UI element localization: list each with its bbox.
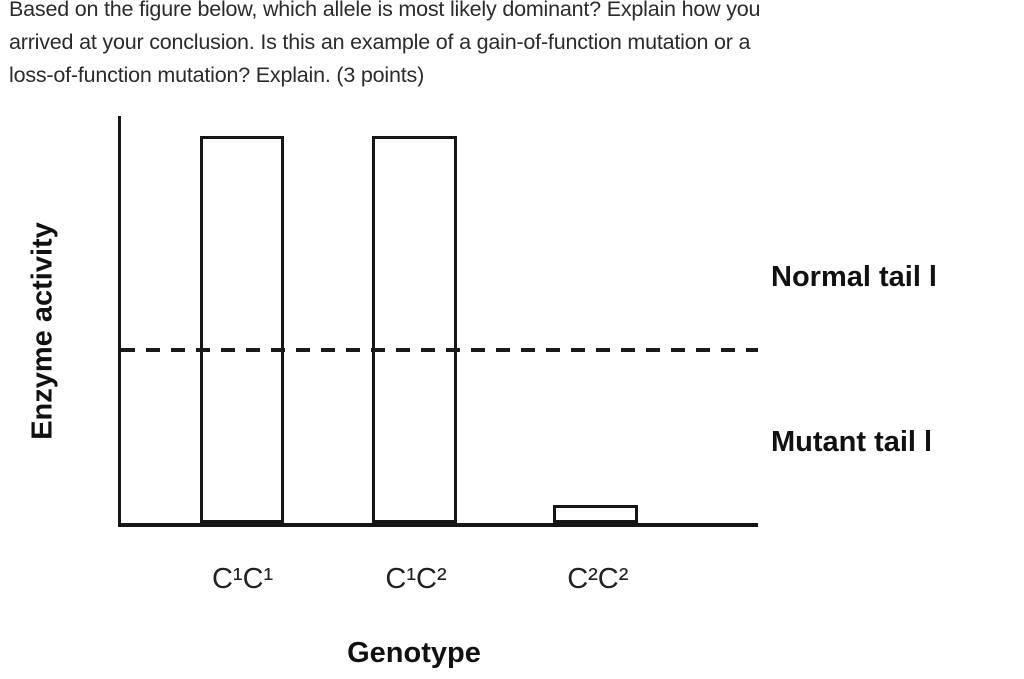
annotation-mutant-tail: Mutant tail l — [771, 426, 933, 458]
annotation-normal-tail: Normal tail l — [771, 261, 937, 293]
x-axis-category-labels: C¹C¹ C¹C² C²C² — [121, 565, 761, 599]
y-axis-label: Enzyme activity — [26, 222, 59, 440]
x-category-label-2: C¹C² — [385, 563, 447, 595]
threshold-dashed-line — [121, 348, 758, 353]
plot-area — [118, 116, 758, 527]
x-category-label-1: C¹C¹ — [211, 563, 274, 595]
question-line-3: loss-of-function mutation? Explain. (3 p… — [9, 63, 425, 87]
x-category-label-3: C²C² — [567, 563, 629, 595]
question-line-1: Based on the figure below, which allele … — [9, 0, 761, 21]
chart-bar-3 — [553, 504, 638, 523]
chart-bar-2 — [372, 136, 457, 523]
x-axis-label: Genotype — [347, 637, 481, 669]
question-line-2: arrived at your conclusion. Is this an e… — [9, 30, 751, 54]
chart-bar-1 — [199, 136, 285, 523]
question-text: Based on the figure below, which allele … — [9, 0, 760, 92]
